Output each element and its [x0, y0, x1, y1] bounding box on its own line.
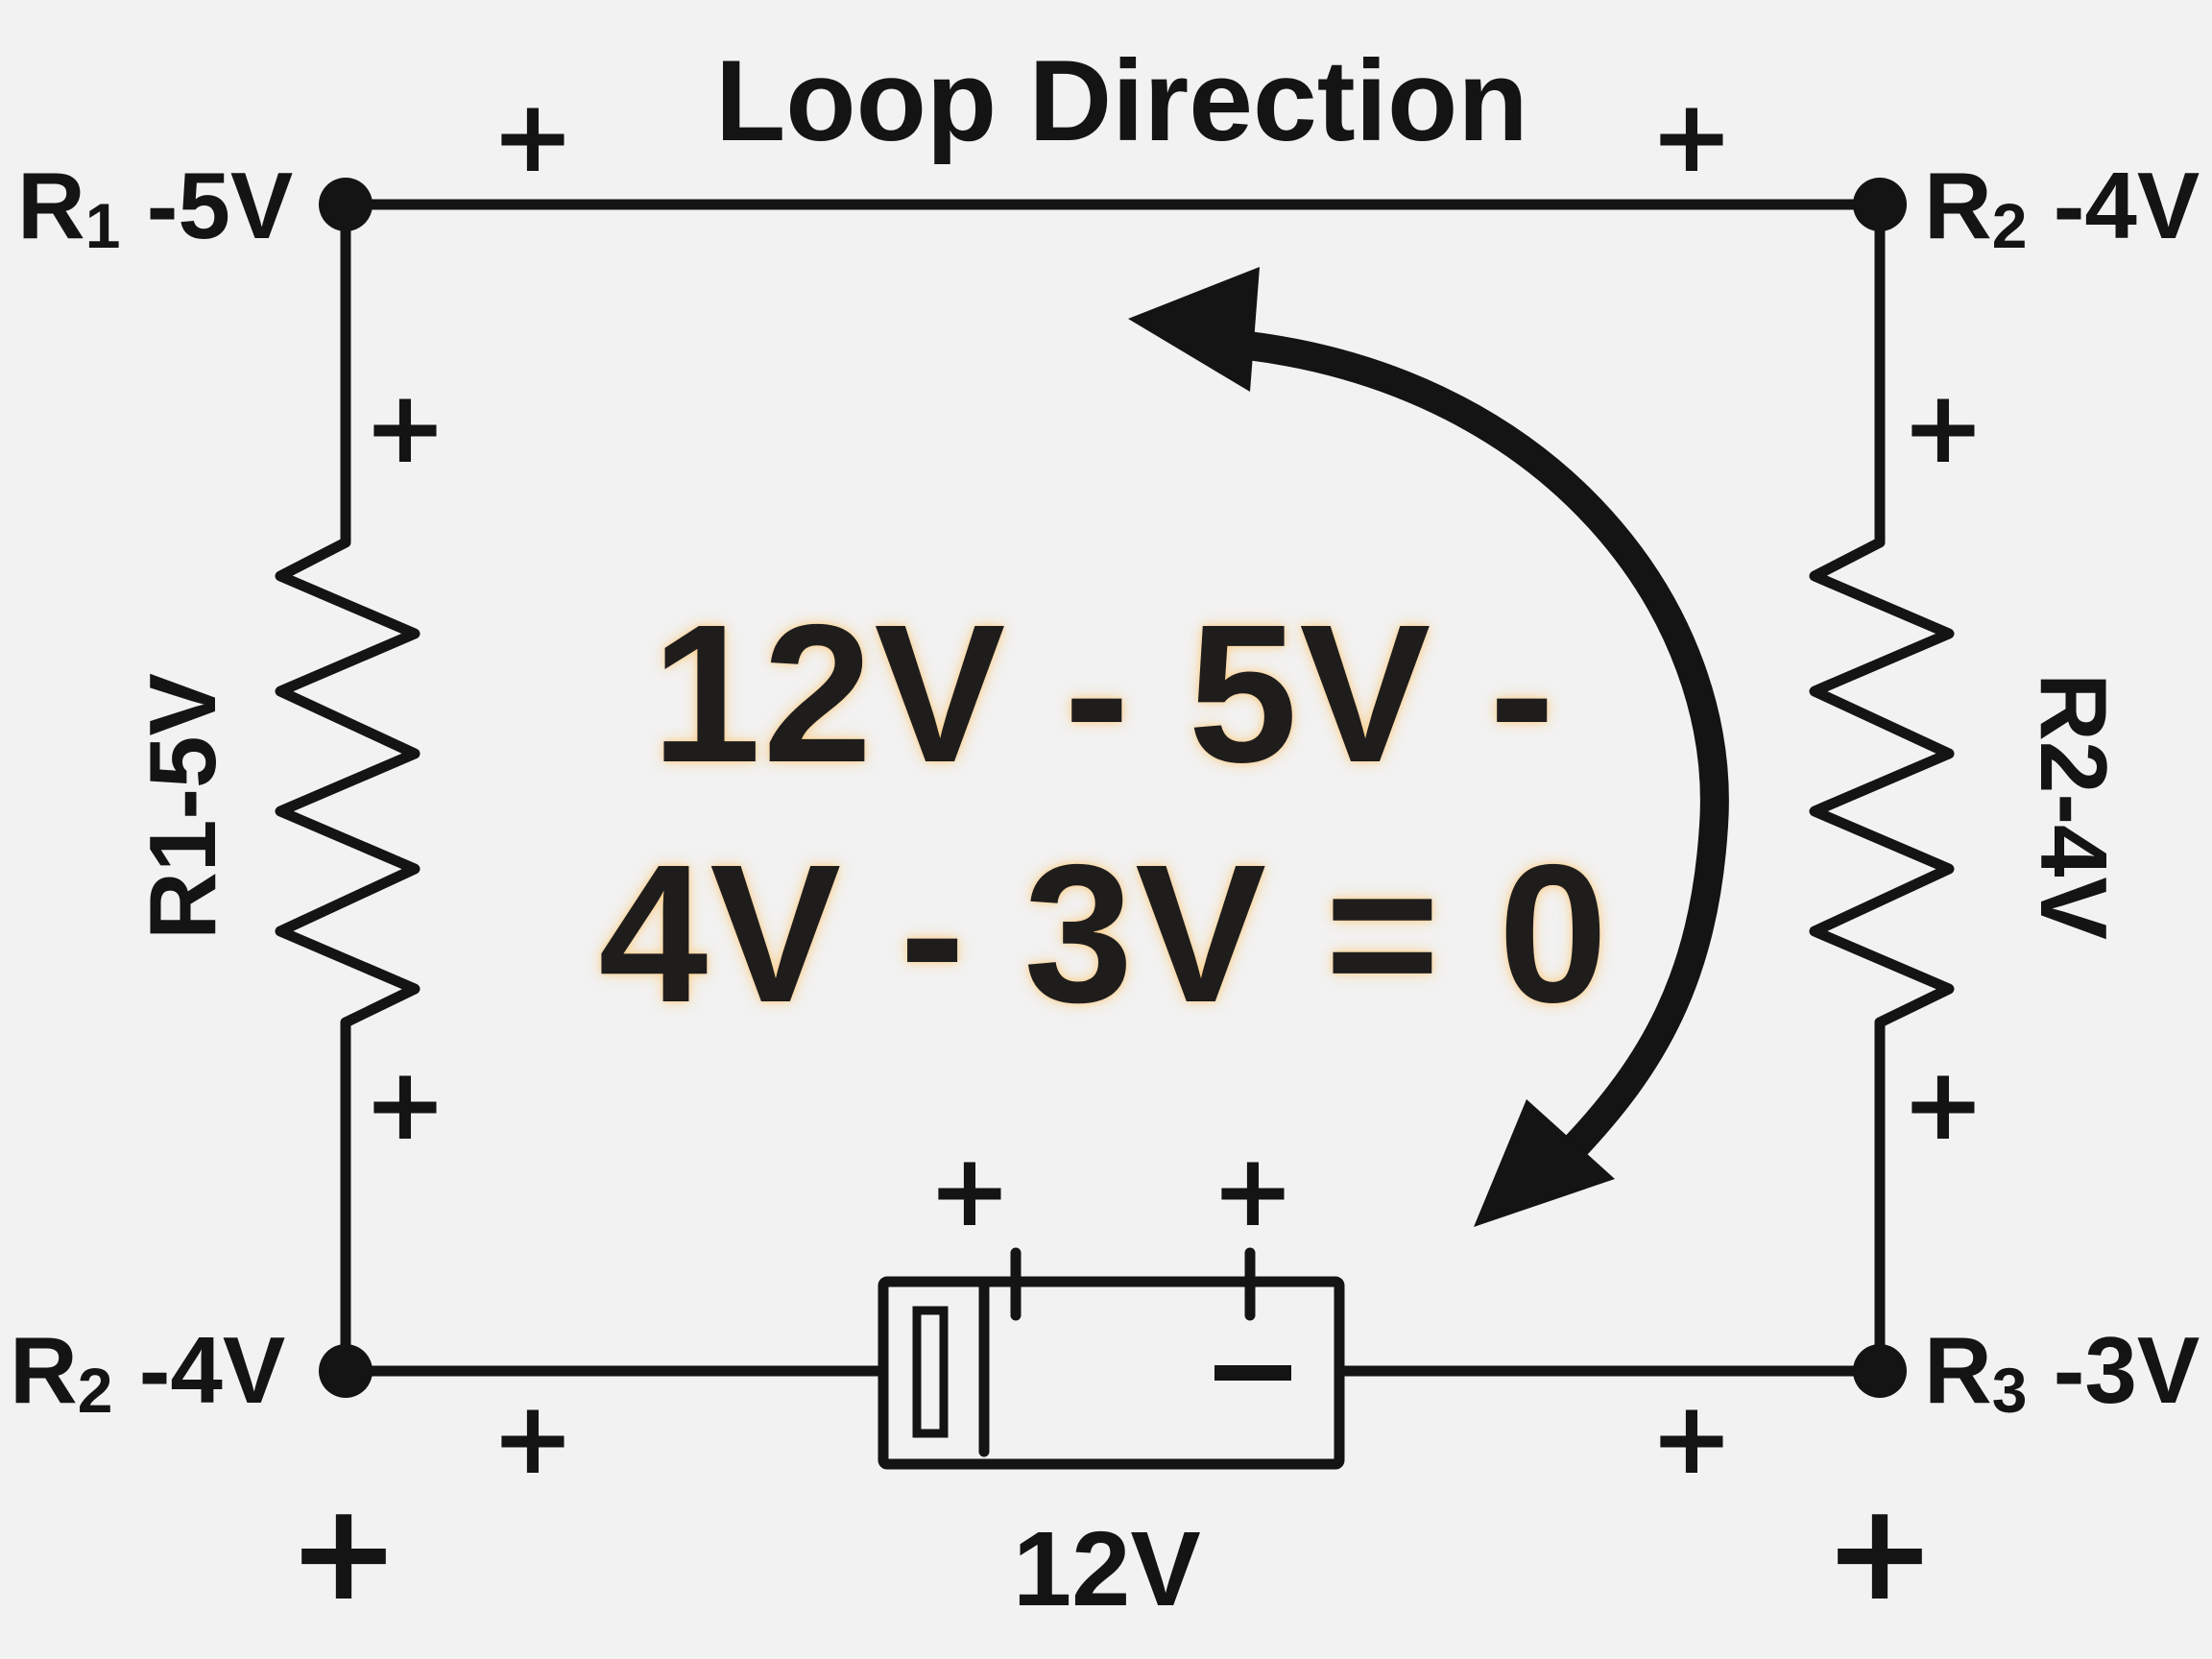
corner-label-letter: R: [10, 1317, 78, 1423]
corner-label-subscript: 2: [77, 1355, 113, 1426]
polarity-plus-sign: +: [1649, 78, 1734, 195]
corner-label-bottom-left: R2 -4V: [10, 1323, 285, 1422]
battery-body: [878, 1276, 1345, 1470]
polarity-plus-sign: +: [491, 78, 575, 195]
corner-label-bottom-right: R3 -3V: [1924, 1323, 2200, 1422]
corner-label-letter: R: [17, 153, 85, 258]
corner-label-value: -4V: [2027, 153, 2200, 258]
curved-clockwise-arrow-icon: [1128, 267, 1729, 1227]
right-wire-resistor: [1809, 199, 1955, 1374]
polarity-plus-sign: +: [1901, 1046, 1985, 1163]
polarity-plus-sign: +: [1211, 1132, 1295, 1249]
polarity-plus-sign: +: [1649, 1380, 1734, 1497]
polarity-plus-sign: +: [287, 1475, 400, 1631]
corner-label-value: -4V: [112, 1317, 286, 1423]
corner-label-top-left: R1 -5V: [17, 158, 293, 257]
polarity-plus-sign: +: [1823, 1475, 1936, 1631]
corner-label-value: -5V: [120, 153, 294, 258]
polarity-plus-sign: +: [1901, 369, 1985, 486]
polarity-plus-sign: +: [491, 1380, 575, 1497]
battery-voltage-label: 12V: [1013, 1510, 1201, 1628]
corner-label-value: -3V: [2027, 1317, 2200, 1423]
polarity-plus-sign: +: [363, 369, 447, 486]
corner-label-top-right: R2 -4V: [1924, 158, 2200, 257]
battery-minus-symbol: [1214, 1365, 1291, 1381]
junction-dot-bottom-left: [319, 1344, 373, 1398]
resistor-label-right: R2-4V: [2021, 673, 2127, 940]
corner-label-letter: R: [1924, 1317, 1992, 1423]
kvl-equation-line-2: 4V - 3V = 0: [598, 824, 1610, 1044]
battery-positive-plate: [912, 1306, 949, 1438]
corner-label-subscript: 2: [1991, 190, 2028, 261]
polarity-plus-sign: +: [363, 1046, 447, 1163]
junction-dot-bottom-right: [1853, 1344, 1907, 1398]
polarity-plus-sign: +: [927, 1132, 1012, 1249]
corner-label-letter: R: [1924, 153, 1992, 258]
corner-label-subscript: 1: [84, 190, 121, 261]
junction-dot-top-right: [1853, 178, 1907, 231]
left-wire-resistor: [275, 199, 421, 1374]
corner-label-subscript: 3: [1991, 1355, 2028, 1426]
diagram-title: Loop Direction: [715, 36, 1528, 165]
resistor-label-left: R1-5V: [130, 673, 235, 940]
junction-dot-top-left: [319, 178, 373, 231]
kvl-equation-line-1: 12V - 5V -: [651, 584, 1557, 804]
